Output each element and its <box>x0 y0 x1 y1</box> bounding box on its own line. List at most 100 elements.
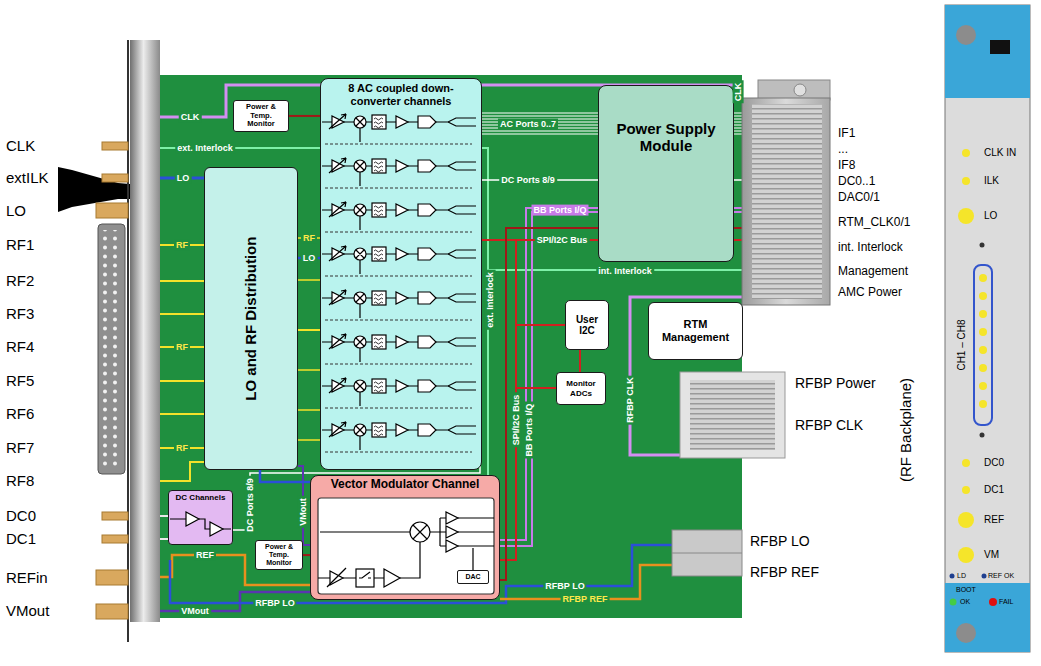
signal-name: BB Ports I/Q <box>531 205 588 216</box>
sma-connector <box>96 604 128 619</box>
led <box>982 574 987 579</box>
channel-chain <box>322 334 476 364</box>
connector-pins <box>102 230 122 468</box>
sma-connector <box>102 174 128 182</box>
modulator-frame <box>318 498 494 594</box>
panel-latch <box>990 40 1010 54</box>
connector-name: RFBP LO <box>750 533 810 550</box>
signal-connector <box>579 350 581 372</box>
signal-name: RF <box>301 233 317 244</box>
connector-contacts <box>752 104 822 299</box>
pin <box>979 292 987 300</box>
mounting-bracket <box>758 80 830 100</box>
rf-wire <box>298 238 320 440</box>
vector-modulator-chain <box>318 498 494 594</box>
sma-port <box>962 486 970 494</box>
panel-label: OK <box>960 598 970 606</box>
signal-name: RFBP REF <box>561 594 610 605</box>
monitor-box: Power & Temp. Monitor <box>233 100 289 132</box>
signal-name: int. Interlock <box>596 266 654 277</box>
panel-screw <box>956 623 976 643</box>
amplifier-symbol <box>186 512 223 536</box>
port-name: VMout <box>6 602 49 620</box>
pin <box>979 382 987 390</box>
sma-connector <box>102 535 128 543</box>
signal-name: SPI/I2C Bus <box>535 235 590 246</box>
box-label: Power Supply Module <box>599 120 733 155</box>
signal-name: RFBP LO <box>543 581 586 592</box>
panel-top-band <box>945 5 1030 98</box>
sma-connector <box>96 570 128 585</box>
monitor-box: Power & Temp. Monitor <box>255 540 303 570</box>
dc-channel-chain <box>170 512 231 536</box>
signal-name: LO <box>175 173 192 184</box>
box-label: Power & Temp. Monitor <box>256 543 302 567</box>
connector-pin-name: Management <box>838 264 908 278</box>
sub-d-port <box>974 265 992 425</box>
pin <box>979 364 987 372</box>
port-name: RF6 <box>6 405 34 423</box>
channel-chain <box>322 422 476 452</box>
panel-plate <box>945 5 1030 652</box>
port-name: RF8 <box>6 472 34 490</box>
port-name: REFin <box>6 569 48 587</box>
sma-connector <box>102 142 128 150</box>
panel-dot <box>980 243 985 248</box>
signal-connector <box>298 329 320 331</box>
panel-dot <box>980 433 985 438</box>
signal-name: AC Ports 0..7 <box>498 119 558 130</box>
signal-name: CLK <box>733 81 744 104</box>
box-label: User I2C <box>566 314 608 337</box>
connector-pin-name: IF8 <box>838 158 855 172</box>
panel-label: REF OK <box>988 572 1014 580</box>
bracket-screw <box>794 84 806 96</box>
pin <box>979 274 987 282</box>
panel-label: REF <box>984 514 1004 526</box>
panel-label: FAIL <box>999 598 1013 606</box>
group-note: (RF Backplane) <box>897 378 915 482</box>
pin <box>979 346 987 354</box>
downconverter-block: 8 AC coupled down-converter channels <box>320 78 482 470</box>
port-name: RF2 <box>6 272 34 290</box>
connector-pin-name: IF1 <box>838 126 855 140</box>
signal-name: RFBP CLK <box>625 375 636 424</box>
connector-pin-name: ... <box>838 142 848 156</box>
panel-label: CLK IN <box>984 147 1016 159</box>
port-name: RF3 <box>6 305 34 323</box>
distribution-block: LO and RF Distribution <box>204 167 298 470</box>
attenuator-arrow <box>327 568 346 587</box>
channel-chain <box>322 202 476 232</box>
box-label: RTM Management <box>649 318 742 343</box>
pin <box>979 310 987 318</box>
signal-name: CLK <box>179 112 202 123</box>
signal-name: ext. Interlock <box>485 270 496 330</box>
led <box>962 149 970 157</box>
adc-box: Monitor ADCs <box>556 372 606 405</box>
box-label: DAC <box>462 573 483 581</box>
connector-pin-name: AMC Power <box>838 285 902 299</box>
sma-port <box>958 547 974 563</box>
panel-label: DC0 <box>984 457 1004 469</box>
port-name: extILK <box>6 169 49 187</box>
connector-pin-name: DC0..1 <box>838 174 875 188</box>
signal-connector <box>260 470 310 482</box>
signal-name: RF <box>174 342 190 353</box>
sma-connector <box>96 203 128 218</box>
switch-symbol <box>356 569 374 587</box>
signal-path <box>170 519 231 529</box>
vmout-wire <box>298 466 310 545</box>
signal-name: SPI/I2C Bus <box>511 393 522 448</box>
rfbp-rf-connector <box>672 530 742 576</box>
signal-name: VMout <box>179 606 211 617</box>
led <box>950 574 955 579</box>
box-label: Monitor ADCs <box>557 379 605 397</box>
amc-connector <box>742 98 830 305</box>
panel-label: LO <box>984 210 997 222</box>
dc-channel-block: DC Channels <box>168 490 233 545</box>
panel-label: ILK <box>984 175 999 187</box>
signal-name: RF <box>174 443 190 454</box>
panel-label: CH1 – CH8 <box>956 319 968 370</box>
box-label: Power & Temp. Monitor <box>234 103 288 129</box>
signal-name: DC Ports 8/9 <box>245 476 256 534</box>
